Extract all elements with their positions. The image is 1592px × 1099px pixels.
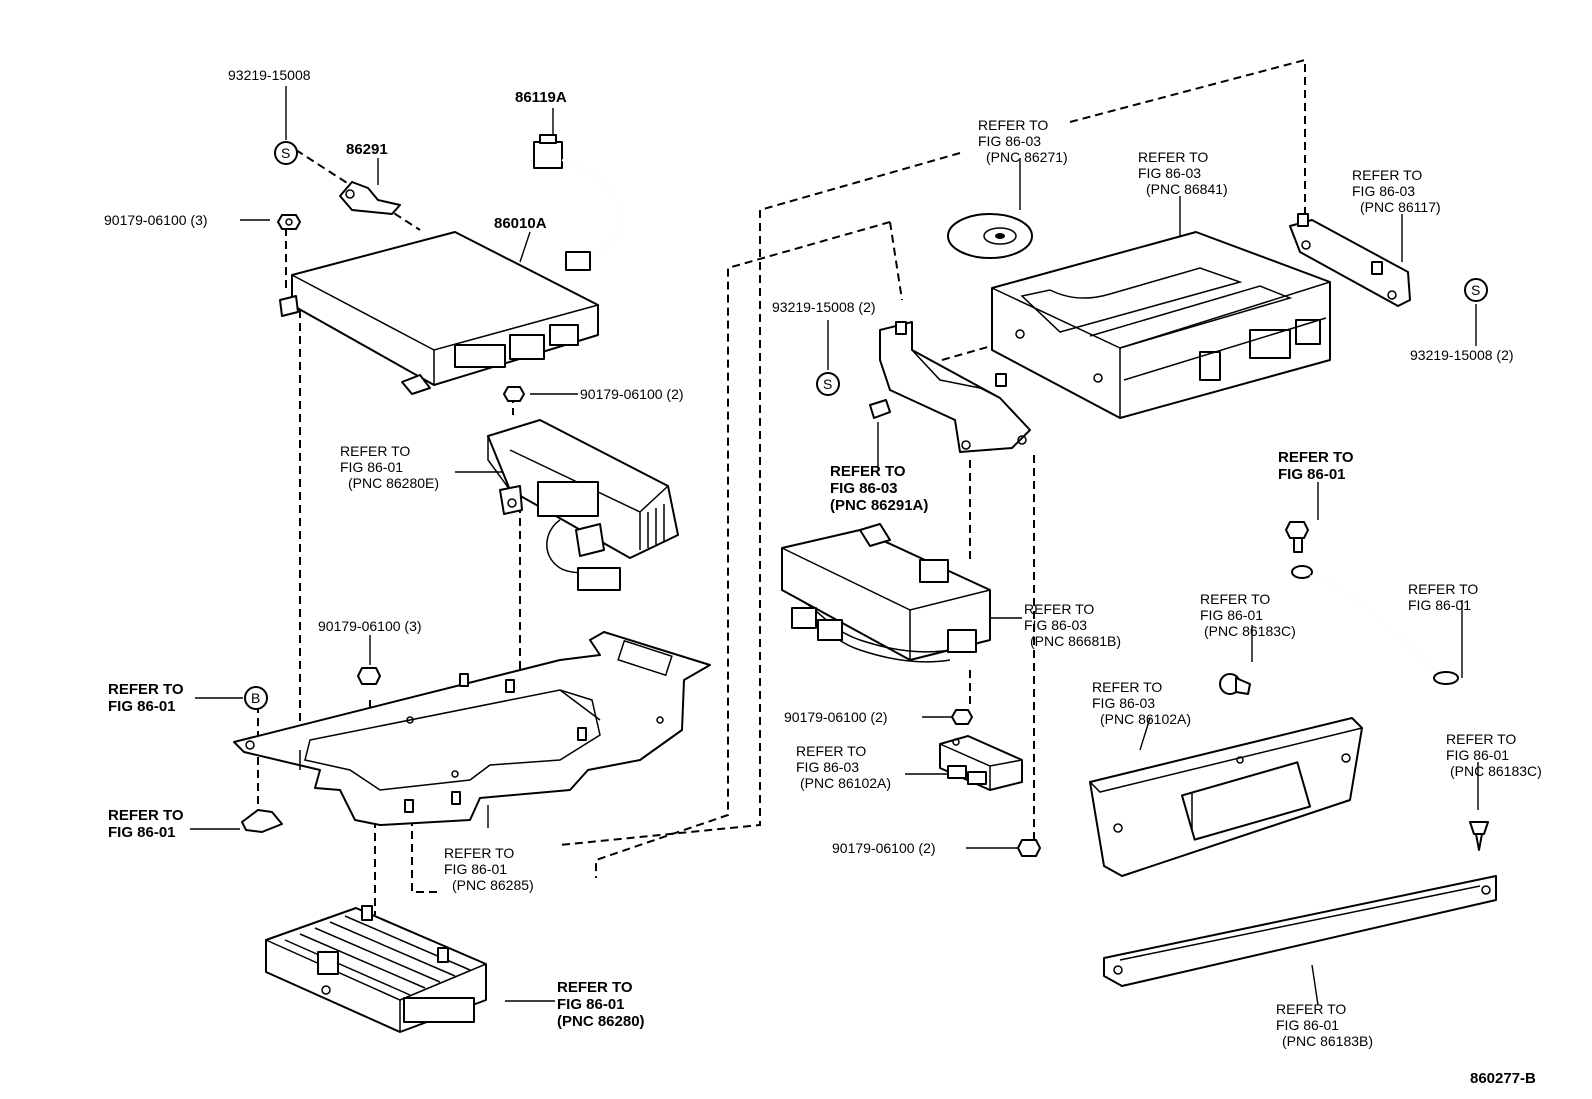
label-clip-right-2: 93219-15008 (2) bbox=[1410, 347, 1514, 363]
bolt-symbol-b: B bbox=[244, 686, 268, 710]
amplifier-86280 bbox=[265, 905, 487, 1033]
label-unit-86010a: 86010A bbox=[494, 215, 547, 232]
clip-86183c-a bbox=[1219, 673, 1251, 695]
module-86681b bbox=[781, 523, 991, 663]
label-amp-86280e: REFER TO FIG 86-01 (PNC 86280E) bbox=[340, 443, 439, 491]
label-module-86681b: REFER TO FIG 86-03 (PNC 86681B) bbox=[1024, 601, 1121, 649]
clip-symbol-mid: S bbox=[816, 372, 840, 396]
panel-86102a bbox=[1089, 717, 1363, 877]
label-clip-86183c-b: REFER TO FIG 86-01 (PNC 86183C) bbox=[1446, 731, 1542, 779]
label-bolt-ref: REFER TO FIG 86-01 bbox=[1278, 449, 1358, 483]
label-changer-86841: REFER TO FIG 86-03 (PNC 86841) bbox=[1138, 149, 1228, 197]
label-nut-lower-left: 90179-06100 (3) bbox=[318, 618, 422, 634]
amplifier-86280e bbox=[487, 419, 679, 591]
sensor-86102a bbox=[939, 735, 1023, 791]
nut-mid bbox=[503, 386, 525, 402]
bolt-symbol-letter: B bbox=[251, 690, 260, 706]
label-clip-86183c-a: REFER TO FIG 86-01 (PNC 86183C) bbox=[1200, 591, 1296, 639]
label-nut-top-left: 90179-06100 (3) bbox=[104, 212, 208, 228]
tray-panel-86285 bbox=[233, 631, 711, 826]
nut-lower-left bbox=[357, 667, 381, 685]
bracket-86291 bbox=[339, 181, 401, 215]
nut-center-a bbox=[951, 709, 973, 725]
label-nut-center-b: 90179-06100 (2) bbox=[832, 840, 936, 856]
label-ground-wire: REFER TO FIG 86-01 bbox=[1408, 581, 1482, 613]
bolt-right bbox=[1285, 521, 1309, 553]
ground-wire bbox=[1291, 565, 1459, 685]
bracket-86291a bbox=[869, 321, 1031, 453]
label-clip-mid-2: 93219-15008 (2) bbox=[772, 299, 876, 315]
label-clip-top-left: 93219-15008 bbox=[228, 67, 311, 83]
label-nut-mid: 90179-06100 (2) bbox=[580, 386, 684, 402]
unit-86010a bbox=[279, 231, 599, 395]
bracket-86117 bbox=[1289, 213, 1411, 307]
label-cover-86183b: REFER TO FIG 86-01 (PNC 86183B) bbox=[1276, 1001, 1373, 1049]
nut-top-left bbox=[277, 214, 301, 230]
label-sensor-86102a: REFER TO FIG 86-03 (PNC 86102A) bbox=[796, 743, 891, 791]
label-bracket-86291a: REFER TO FIG 86-03 (PNC 86291A) bbox=[830, 463, 928, 514]
clip-symbol-right: S bbox=[1464, 278, 1488, 302]
cover-86183b bbox=[1103, 875, 1497, 987]
small-bracket-left bbox=[241, 809, 283, 833]
label-bracket-86291: 86291 bbox=[346, 141, 388, 158]
cd-changer-86841 bbox=[991, 231, 1331, 419]
label-bracket-86117: REFER TO FIG 86-03 (PNC 86117) bbox=[1352, 167, 1441, 215]
label-nut-center-a: 90179-06100 (2) bbox=[784, 709, 888, 725]
clip-symbol-letter-right: S bbox=[1471, 282, 1480, 298]
callout-labels: 93219-15008 86291 86119A 90179-06100 (3)… bbox=[104, 67, 1542, 1087]
harness-86119a bbox=[533, 134, 622, 271]
assembly-dashed-lines bbox=[257, 58, 1306, 915]
label-clip-b-ref: REFER TO FIG 86-01 bbox=[108, 681, 188, 715]
clip-86183c-b bbox=[1469, 821, 1489, 851]
figure-code: 860277-B bbox=[1470, 1070, 1536, 1087]
nut-center-b bbox=[1017, 839, 1041, 857]
label-panel-86102a: REFER TO FIG 86-03 (PNC 86102A) bbox=[1092, 679, 1191, 727]
label-disc-86271: REFER TO FIG 86-03 (PNC 86271) bbox=[978, 117, 1068, 165]
clip-symbol-top-left: S bbox=[274, 141, 298, 165]
label-harness-86119a: 86119A bbox=[515, 89, 567, 106]
label-bracket-ref-left: REFER TO FIG 86-01 bbox=[108, 807, 188, 841]
clip-symbol-letter: S bbox=[281, 145, 290, 161]
label-panel-86285: REFER TO FIG 86-01 (PNC 86285) bbox=[444, 845, 534, 893]
clip-symbol-letter-mid: S bbox=[823, 376, 832, 392]
disc-86271 bbox=[947, 213, 1033, 259]
label-amp-86280: REFER TO FIG 86-01 (PNC 86280) bbox=[557, 979, 645, 1030]
